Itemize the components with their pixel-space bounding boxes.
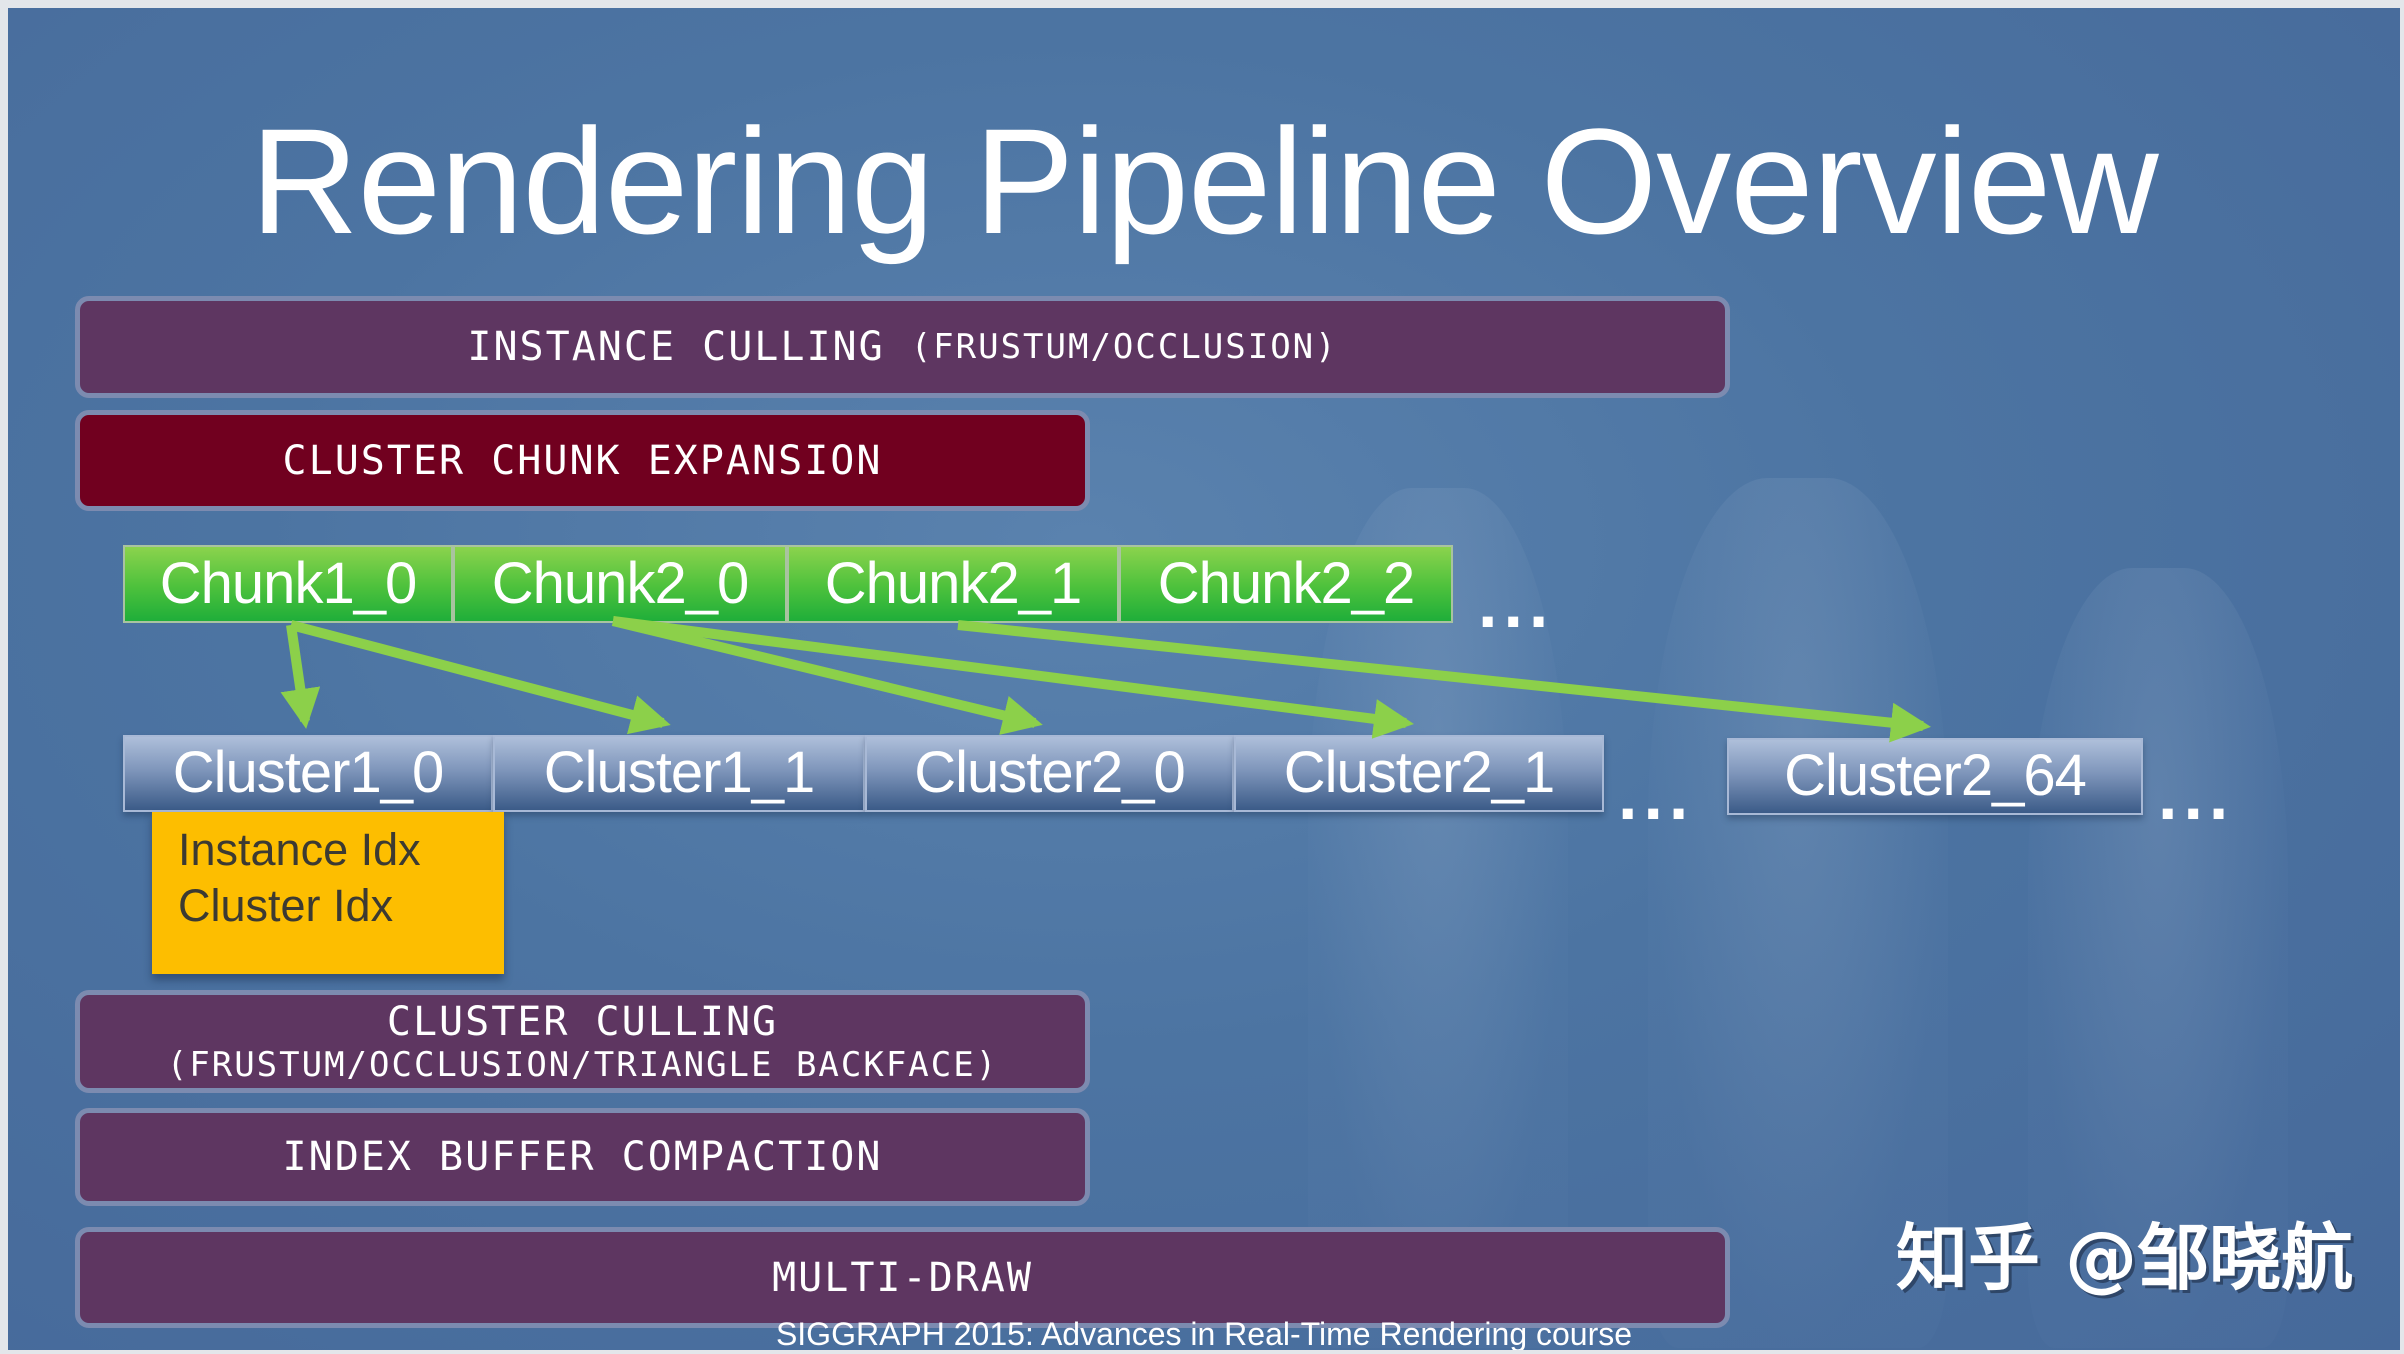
background-figure	[2028, 568, 2288, 1348]
chunk-box: Chunk1_0	[123, 545, 453, 623]
slide: Rendering Pipeline Overview INSTANCE CUL…	[8, 8, 2400, 1350]
info-instance-idx: Instance Idx	[178, 824, 421, 875]
slide-title: Rendering Pipeline Overview	[250, 97, 2158, 265]
stage-index-buffer-compaction: INDEX BUFFER COMPACTION	[75, 1108, 1090, 1206]
cluster-info-box: Instance Idx Cluster Idx	[152, 812, 504, 974]
watermark: 知乎 @邹晓航	[1896, 1216, 2354, 1300]
clusters-ellipsis: ...	[2158, 756, 2235, 834]
cluster-box: Cluster1_0	[123, 735, 493, 812]
slide-footer: SIGGRAPH 2015: Advances in Real-Time Ren…	[775, 1316, 1633, 1350]
stage-label: CLUSTER CULLING	[386, 998, 779, 1045]
chunk-box: Chunk2_2	[1119, 545, 1453, 623]
stage-multi-draw: MULTI-DRAW	[75, 1227, 1730, 1328]
chunks-ellipsis: ...	[1478, 564, 1555, 642]
stage-label: INDEX BUFFER COMPACTION	[282, 1134, 883, 1180]
stage-instance-culling: INSTANCE CULLING (FRUSTUM/OCCLUSION)	[75, 296, 1730, 398]
stage-cluster-chunk-expansion: CLUSTER CHUNK EXPANSION	[75, 410, 1090, 511]
stage-label: CLUSTER CHUNK EXPANSION	[282, 437, 883, 484]
cluster-box: Cluster2_0	[865, 735, 1234, 812]
info-cluster-idx: Cluster Idx	[178, 880, 394, 931]
cluster-box: Cluster2_64	[1727, 738, 2143, 815]
stage-detail: (FRUSTUM/OCCLUSION)	[910, 327, 1338, 367]
stage-label: MULTI-DRAW	[772, 1254, 1033, 1301]
stage-cluster-culling: CLUSTER CULLING (FRUSTUM/OCCLUSION/TRIAN…	[75, 990, 1090, 1093]
stage-label: INSTANCE CULLING	[467, 324, 885, 370]
clusters-ellipsis: ...	[1618, 756, 1695, 834]
chunk-box: Chunk2_0	[453, 545, 787, 623]
cluster-box: Cluster1_1	[493, 735, 865, 812]
chunk-box: Chunk2_1	[787, 545, 1119, 623]
stage-detail: (FRUSTUM/OCCLUSION/TRIANGLE BACKFACE)	[166, 1044, 999, 1085]
cluster-box: Cluster2_1	[1234, 735, 1604, 812]
